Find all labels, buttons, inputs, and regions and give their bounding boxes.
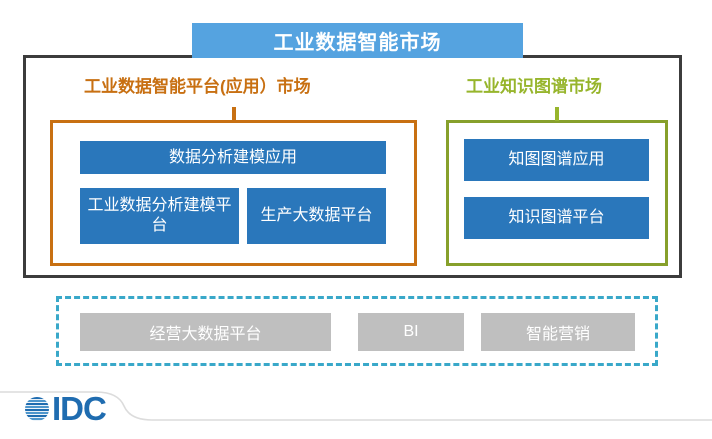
box-bi[interactable]: BI bbox=[358, 313, 464, 351]
box-knowledge-graph-application[interactable]: 知图图谱应用 bbox=[464, 139, 649, 181]
connector-tick-knowledge-graph bbox=[555, 107, 559, 121]
idc-globe-icon bbox=[25, 397, 49, 421]
box-intelligent-marketing[interactable]: 智能营销 bbox=[481, 313, 635, 351]
support-band-dashed-frame bbox=[56, 296, 658, 366]
diagram-title-banner: 工业数据智能市场 bbox=[192, 23, 523, 58]
box-production-big-data-platform[interactable]: 生产大数据平台 bbox=[247, 188, 386, 244]
box-data-analysis-modeling-application[interactable]: 数据分析建模应用 bbox=[80, 141, 386, 174]
idc-logo: IDC bbox=[24, 390, 107, 427]
box-knowledge-graph-platform[interactable]: 知识图谱平台 bbox=[464, 197, 649, 239]
box-industrial-data-analysis-modeling-platform[interactable]: 工业数据分析建模平台 bbox=[80, 188, 239, 244]
box-operations-big-data-platform[interactable]: 经营大数据平台 bbox=[80, 313, 331, 351]
footer-divider-curve bbox=[0, 391, 712, 421]
connector-tick-platform bbox=[232, 107, 236, 121]
section-header-knowledge-graph-market: 工业知识图谱市场 bbox=[466, 77, 602, 96]
idc-logo-text: IDC bbox=[52, 390, 107, 427]
section-header-platform-market: 工业数据智能平台(应用）市场 bbox=[84, 77, 311, 96]
